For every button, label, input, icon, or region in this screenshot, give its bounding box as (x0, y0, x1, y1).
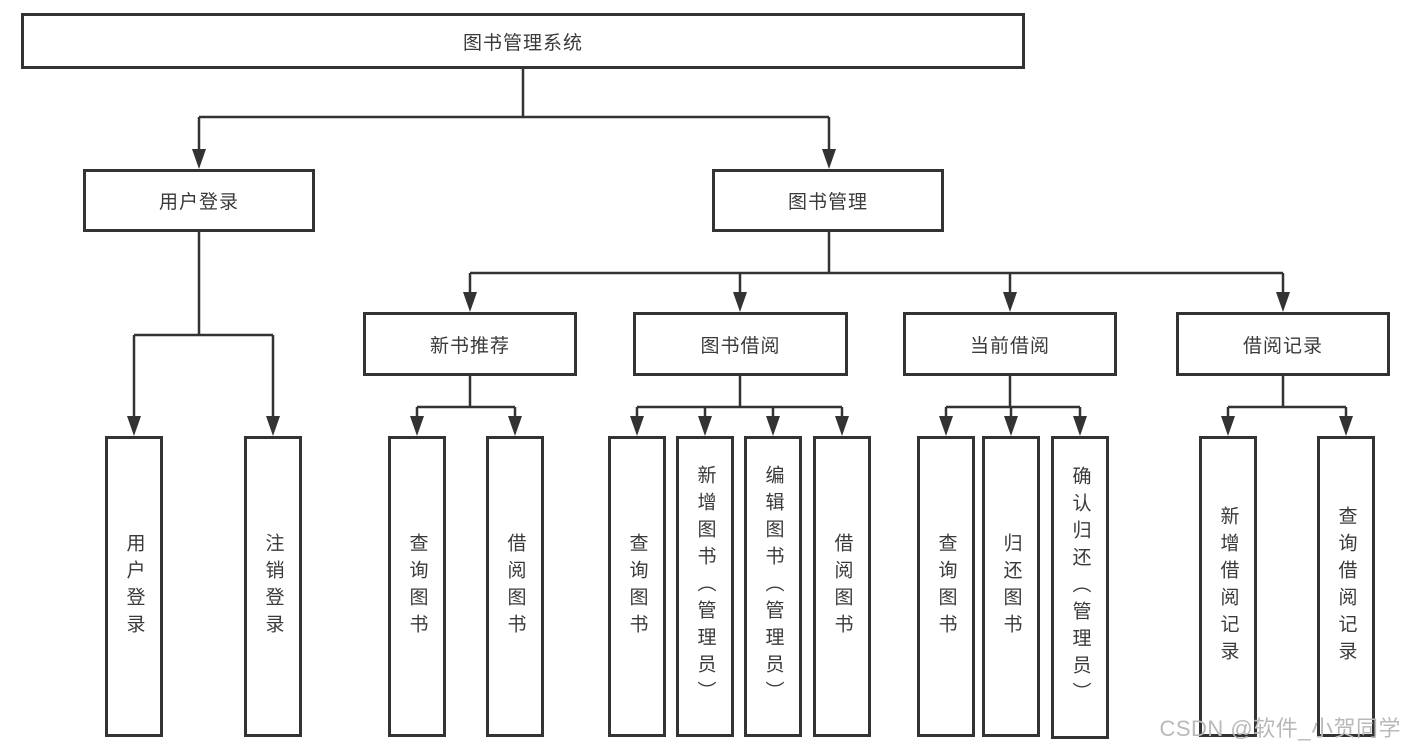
leaf-user-login: 用户登录 (105, 436, 163, 737)
leaf-confirm-return-admin-label: 确认归还（管理员） (1069, 466, 1091, 709)
leaf-add-book-admin-label: 新增图书（管理员） (694, 465, 716, 708)
leaf-add-borrow-record: 新增借阅记录 (1199, 436, 1257, 737)
node-root-label: 图书管理系统 (462, 32, 583, 54)
connector-arrowheads (127, 149, 1353, 436)
leaf-return-books-label: 归还图书 (1000, 532, 1022, 641)
leaf-query-borrow-record-label: 查询借阅记录 (1335, 505, 1357, 668)
leaf-current-query-books-label: 查询图书 (935, 532, 957, 641)
node-book-borrowing-label: 图书借阅 (700, 335, 781, 357)
csdn-watermark: CSDN @软件_小贺同学 (1159, 716, 1401, 741)
node-book-borrowing: 图书借阅 (633, 312, 848, 376)
leaf-recommend-borrow-books: 借阅图书 (486, 436, 544, 737)
node-borrowing-records-label: 借阅记录 (1242, 335, 1323, 357)
node-book-management-label: 图书管理 (787, 192, 868, 213)
leaf-user-login-label: 用户登录 (123, 532, 145, 641)
leaf-add-borrow-record-label: 新增借阅记录 (1217, 505, 1239, 668)
node-new-book-recommend-label: 新书推荐 (429, 335, 510, 357)
leaf-borrow-books: 借阅图书 (813, 436, 871, 737)
leaf-borrow-query-books-label: 查询图书 (626, 532, 648, 641)
leaf-borrow-query-books: 查询图书 (608, 436, 666, 737)
leaf-recommend-query-books: 查询图书 (388, 436, 446, 737)
leaf-recommend-borrow-books-label: 借阅图书 (504, 532, 526, 641)
leaf-logout-label: 注销登录 (262, 532, 284, 641)
leaf-confirm-return-admin: 确认归还（管理员） (1051, 436, 1109, 739)
node-book-management: 图书管理 (712, 169, 944, 232)
node-borrowing-records: 借阅记录 (1176, 312, 1390, 376)
node-current-borrowing-label: 当前借阅 (969, 335, 1050, 357)
leaf-recommend-query-books-label: 查询图书 (406, 532, 428, 641)
leaf-query-borrow-record: 查询借阅记录 (1317, 436, 1375, 737)
leaf-logout: 注销登录 (244, 436, 302, 737)
node-root: 图书管理系统 (21, 13, 1025, 69)
leaf-edit-book-admin-label: 编辑图书（管理员） (762, 465, 784, 708)
node-new-book-recommend: 新书推荐 (363, 312, 577, 376)
connector-lines (132, 69, 1348, 420)
node-user-login: 用户登录 (83, 169, 315, 232)
node-current-borrowing: 当前借阅 (903, 312, 1117, 376)
leaf-add-book-admin: 新增图书（管理员） (676, 436, 734, 737)
node-user-login-label: 用户登录 (158, 192, 239, 213)
leaf-borrow-books-label: 借阅图书 (831, 532, 853, 641)
leaf-current-query-books: 查询图书 (917, 436, 975, 737)
leaf-edit-book-admin: 编辑图书（管理员） (744, 436, 802, 737)
leaf-return-books: 归还图书 (982, 436, 1040, 737)
